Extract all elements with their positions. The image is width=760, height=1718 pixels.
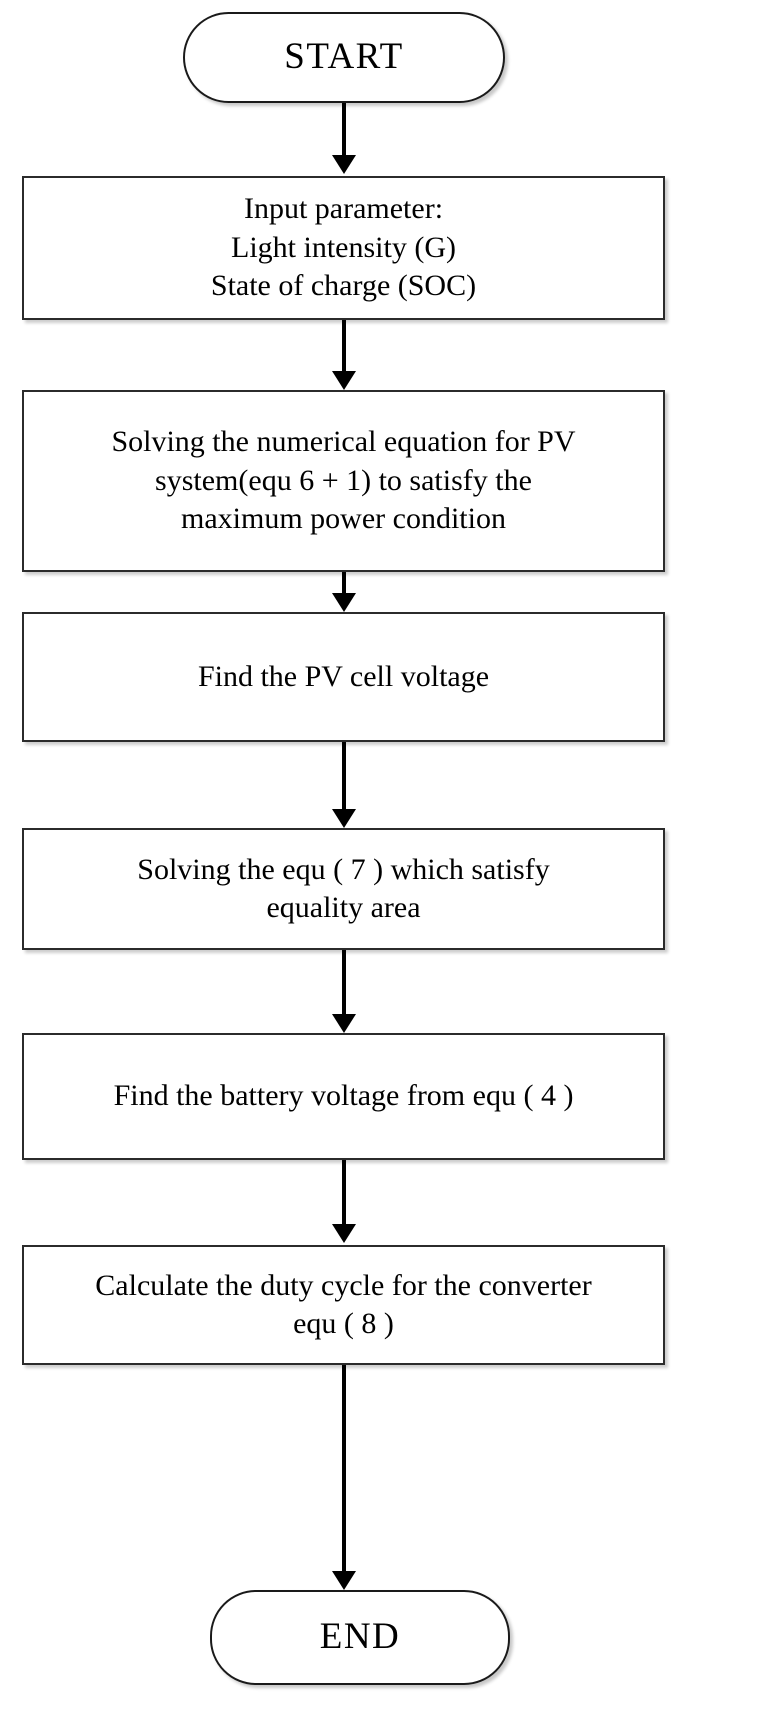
node-solve-equality[interactable]: Solving the equ ( 7 ) which satisfy equa… (22, 828, 665, 950)
connector-solve-numerical-to-find-pv-arrow-icon (332, 593, 356, 612)
node-start-label: START (284, 36, 404, 78)
connector-input-to-solve-numerical-arrow-icon (332, 371, 356, 390)
node-end[interactable]: END (210, 1590, 510, 1685)
node-input-parameter[interactable]: Input parameter: Light intensity (G) Sta… (22, 176, 665, 320)
node-calculate-duty-cycle[interactable]: Calculate the duty cycle for the convert… (22, 1245, 665, 1365)
connector-input-to-solve-numerical-line (342, 320, 346, 373)
node-end-label: END (319, 1616, 401, 1658)
connector-solve-equality-to-find-battery-arrow-icon (332, 1014, 356, 1033)
node-solve-numerical[interactable]: Solving the numerical equation for PV sy… (22, 390, 665, 572)
connector-find-battery-to-duty-cycle-line (342, 1160, 346, 1226)
node-calculate-duty-cycle-label: Calculate the duty cycle for the convert… (95, 1268, 592, 1340)
connector-start-to-input-arrow-icon (332, 155, 356, 174)
connector-find-pv-to-solve-equality-line (342, 742, 346, 811)
connector-find-pv-to-solve-equality-arrow-icon (332, 809, 356, 828)
node-input-parameter-label: Input parameter: Light intensity (G) Sta… (210, 192, 477, 303)
connector-solve-equality-to-find-battery-line (342, 950, 346, 1016)
node-solve-numerical-label: Solving the numerical equation for PV sy… (111, 425, 576, 536)
node-find-pv-voltage-label: Find the PV cell voltage (197, 659, 490, 693)
node-find-battery-voltage[interactable]: Find the battery voltage from equ ( 4 ) (22, 1033, 665, 1160)
connector-duty-cycle-to-end-arrow-icon (332, 1571, 356, 1590)
connector-duty-cycle-to-end-line (342, 1365, 346, 1573)
connector-start-to-input-line (342, 103, 346, 157)
node-solve-equality-label: Solving the equ ( 7 ) which satisfy equa… (137, 852, 550, 924)
connector-find-battery-to-duty-cycle-arrow-icon (332, 1224, 356, 1243)
node-start[interactable]: START (183, 12, 505, 103)
node-find-battery-voltage-label: Find the battery voltage from equ ( 4 ) (113, 1079, 574, 1113)
node-find-pv-voltage[interactable]: Find the PV cell voltage (22, 612, 665, 742)
connector-solve-numerical-to-find-pv-line (342, 572, 346, 595)
